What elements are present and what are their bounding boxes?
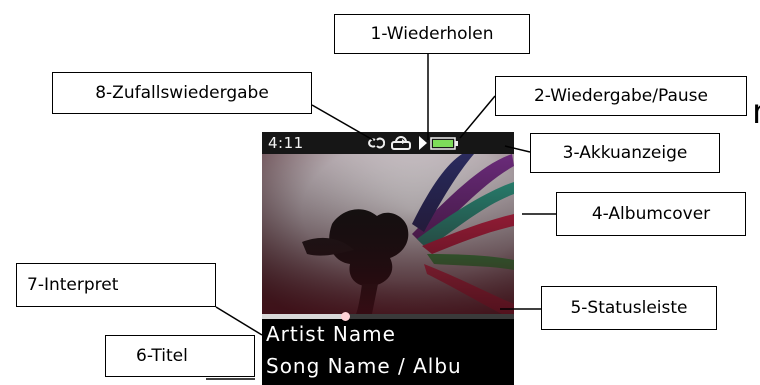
song-name-album: Song Name / Albu <box>266 354 462 378</box>
cropped-text-fragment: n <box>752 92 760 132</box>
playback-progress-bar <box>262 312 514 321</box>
label-status-bar: 5-Statusleiste <box>541 286 717 330</box>
artist-name: Artist Name <box>266 322 396 346</box>
label-shuffle: 8-Zufallswiedergabe <box>52 72 312 114</box>
top-status-bar: 4:11 <box>262 132 514 154</box>
label-battery: 3-Akkuanzeige <box>530 133 720 173</box>
label-repeat: 1-Wiederholen <box>334 14 530 54</box>
label-play-pause: 2-Wiedergabe/Pause <box>495 76 747 116</box>
label-album-cover: 4-Albumcover <box>556 192 746 236</box>
play-icon <box>418 135 428 155</box>
player-screen: 4:11 <box>262 132 514 385</box>
battery-icon <box>430 135 460 155</box>
repeat-icon <box>390 135 414 155</box>
label-artist: 7-Interpret <box>16 263 216 307</box>
clock-time: 4:11 <box>268 134 304 152</box>
label-title: 6-Titel <box>105 335 255 377</box>
progress-fill <box>262 314 346 319</box>
album-cover-art <box>262 154 514 314</box>
progress-knob <box>341 312 351 321</box>
shuffle-icon <box>366 135 388 155</box>
